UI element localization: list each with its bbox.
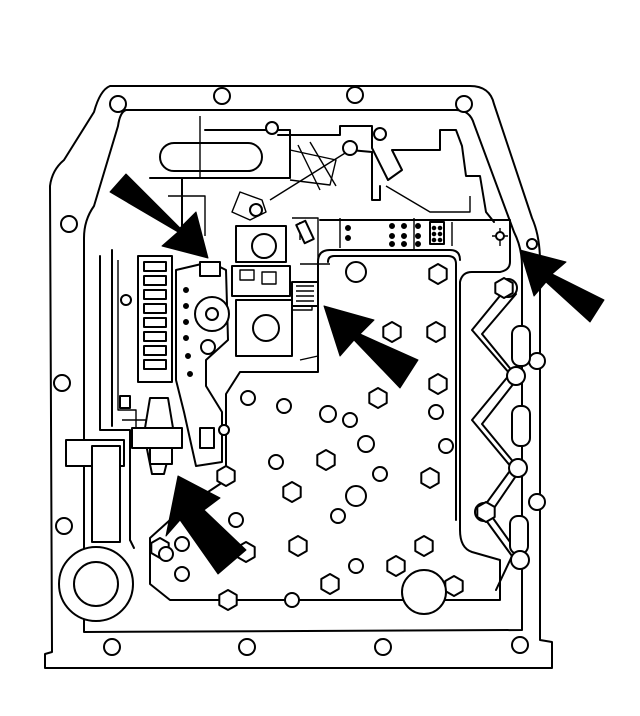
hex-bolt: [216, 465, 236, 487]
flange-bolt-hole: [60, 215, 78, 233]
plate-dot-pattern: [345, 221, 538, 250]
pan-flange-outline: [44, 85, 553, 669]
hex-bolt: [426, 321, 446, 343]
manual-lever-plate: [175, 261, 230, 467]
flange-bolt-hole: [511, 636, 529, 654]
hex-bolt: [368, 387, 388, 409]
flange-bolt-hole: [528, 493, 546, 511]
pointer-center-arrow: [323, 305, 419, 389]
detent-spring-stack: [137, 255, 173, 383]
hex-bolt: [414, 535, 434, 557]
valve-body-round-holes: [158, 261, 454, 615]
left-side-linkage: [65, 249, 149, 543]
solenoid-assembly: [231, 217, 330, 361]
flange-bolt-hole: [109, 95, 127, 113]
lower-left-bore: [58, 539, 135, 622]
flange-bolt-hole: [213, 87, 231, 105]
flange-bolt-holes: [53, 86, 546, 656]
hex-bolt: [218, 589, 238, 611]
pointer-arrows: [109, 173, 605, 575]
flange-bolt-hole: [238, 638, 256, 656]
flange-bolt-hole: [103, 638, 121, 656]
flange-bolt-hole: [53, 374, 71, 392]
detent-roller: [131, 397, 183, 475]
wiring-clip: [291, 219, 319, 307]
hex-bolt: [494, 277, 514, 299]
hex-bolt: [320, 573, 340, 595]
hex-bolt: [386, 555, 406, 577]
flange-bolt-hole: [55, 517, 73, 535]
flange-bolt-hole: [455, 95, 473, 113]
upper-case-structure: [149, 116, 495, 237]
hex-bolt: [476, 501, 496, 523]
valve-body-plate: [149, 218, 511, 601]
hex-bolt: [428, 263, 448, 285]
hex-bolt: [316, 449, 336, 471]
hex-bolt: [288, 535, 308, 557]
hex-bolt: [428, 373, 448, 395]
pointer-lower-left-arrow: [165, 475, 247, 575]
pointer-upper-left-arrow: [109, 173, 209, 259]
flange-bolt-hole: [374, 638, 392, 656]
pan-inner-outline: [83, 109, 523, 633]
upper-slot: [159, 142, 263, 172]
hex-bolt: [444, 575, 464, 597]
right-pipe-network: [471, 278, 531, 591]
flange-bolt-hole: [528, 352, 546, 370]
hex-bolt: [282, 481, 302, 503]
valve-body-hex-bolts: [150, 263, 514, 611]
hex-bolt: [382, 321, 402, 343]
pointer-upper-right-arrow: [519, 249, 605, 323]
hex-bolt: [420, 467, 440, 489]
flange-bolt-hole: [346, 86, 364, 104]
